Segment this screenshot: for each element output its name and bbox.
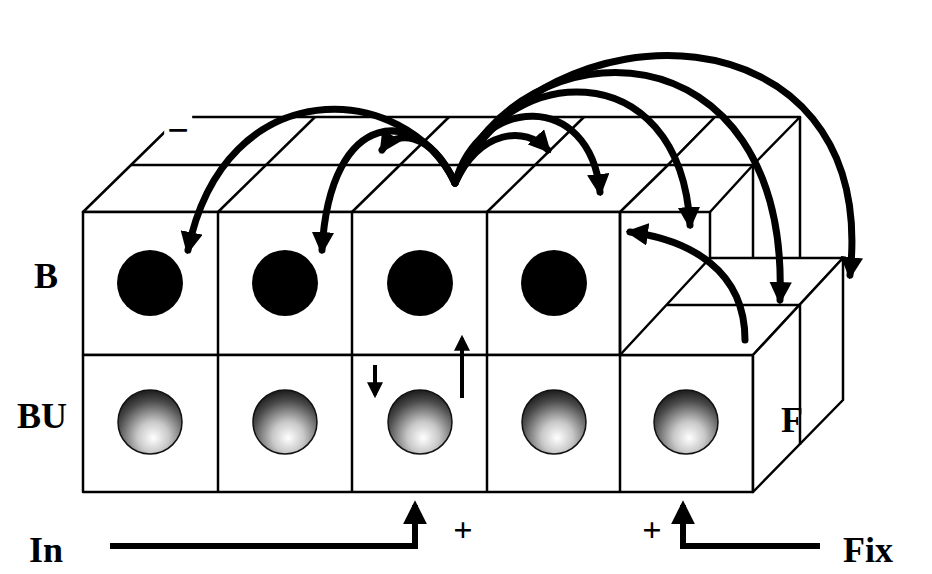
layer-label: F <box>778 401 806 439</box>
input-label: In <box>26 531 66 569</box>
vertical-arrows <box>375 338 462 398</box>
row-label: BU <box>14 397 70 435</box>
sign-label: − <box>164 110 192 150</box>
input-label: Fix <box>840 531 896 569</box>
row-label: B <box>31 257 61 295</box>
sign-label: + <box>639 512 664 548</box>
sign-label: + <box>450 512 475 548</box>
b-units <box>117 250 587 316</box>
lateral-arrows <box>188 56 852 340</box>
bu-units <box>118 390 718 454</box>
